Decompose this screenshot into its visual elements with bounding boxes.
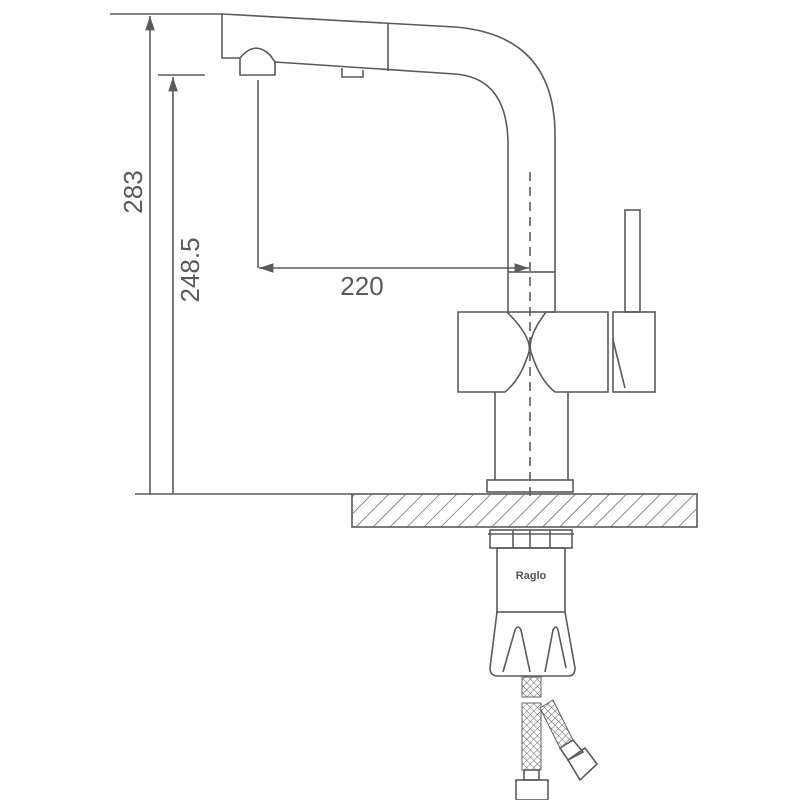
dimension-220-label: 220 [340,271,383,301]
faucet-body [457,209,656,493]
dimension-220: 220 [257,80,529,301]
brand-logo: Raglo [516,570,547,582]
dimension-283: 283 [110,13,352,495]
lever-handle [624,209,641,313]
dimension-248-5: 248.5 [158,74,205,494]
spout [221,13,556,313]
dimension-283-label: 283 [118,170,148,213]
mounting-assembly: Raglo [488,529,576,677]
dimension-248-5-label: 248.5 [175,237,205,302]
countertop [351,493,698,528]
supply-hoses [515,676,599,800]
